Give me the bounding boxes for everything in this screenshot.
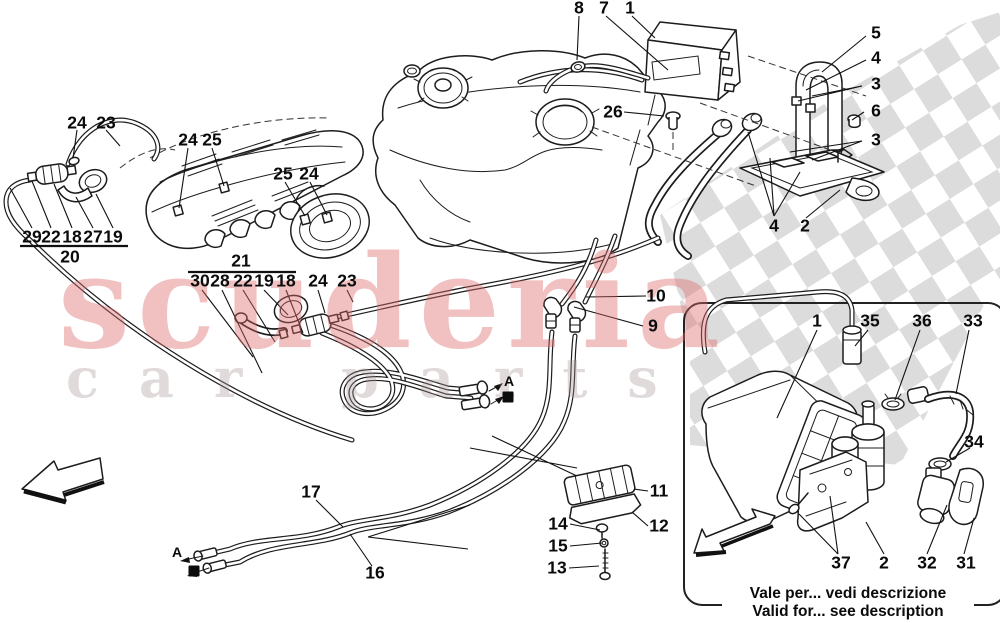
callout-27: 27: [83, 226, 103, 247]
callout-7: 7: [599, 0, 609, 18]
callout-3: 3: [871, 73, 881, 94]
flow-marker-B: [188, 565, 200, 577]
callout-3: 3: [871, 129, 881, 150]
callout-25: 25: [202, 129, 222, 150]
callout-2: 2: [879, 552, 889, 573]
callout-37: 37: [831, 552, 851, 573]
line-end-connectors-left: [193, 547, 227, 574]
callout-36: 36: [912, 310, 932, 331]
callout-18: 18: [276, 270, 296, 291]
callout-32: 32: [917, 552, 937, 573]
bolt-26: [665, 111, 681, 152]
inset-elbow-hose: [906, 386, 973, 456]
callout-8: 8: [574, 0, 584, 18]
watermark-brand: scuderia: [58, 228, 727, 378]
fuel-tank: [372, 50, 666, 264]
fuel-pump-flange-right: [530, 98, 600, 146]
callout-16: 16: [365, 562, 385, 583]
manifold-ribs: [181, 129, 320, 227]
callout-23: 23: [96, 112, 116, 133]
callout-19: 19: [254, 270, 274, 291]
callout-2: 2: [800, 215, 810, 236]
inset-caption: Vale per... vedi descrizione Valid for..…: [722, 585, 974, 621]
fuel-pump-flange-left: [413, 67, 473, 109]
callout-22: 22: [233, 270, 253, 291]
callout-28: 28: [210, 270, 230, 291]
callout-13: 13: [547, 557, 567, 578]
watermark-tagline: car parts: [66, 346, 698, 410]
pipe-clamp-block: [367, 435, 642, 581]
callout-6: 6: [871, 100, 881, 121]
callout-5: 5: [871, 22, 881, 43]
vapour-pipes: [6, 120, 658, 577]
callout-26: 26: [603, 101, 623, 122]
callout-4: 4: [769, 215, 779, 236]
callout-1: 1: [625, 0, 635, 18]
valve-assembly-left: [26, 156, 108, 203]
callout-24: 24: [178, 129, 198, 150]
direction-arrow-main: [21, 457, 105, 505]
callout-24: 24: [299, 163, 319, 184]
bolt-6: [847, 114, 861, 129]
callout-22: 22: [41, 226, 61, 247]
callout-12: 12: [649, 515, 669, 536]
callout-31: 31: [956, 552, 976, 573]
callout-24: 24: [308, 270, 328, 291]
flow-marker-A: A: [503, 373, 515, 389]
callout-18: 18: [62, 226, 82, 247]
callout-29: 29: [22, 226, 42, 247]
carbon-canister: [546, 21, 741, 101]
callout-35: 35: [860, 310, 880, 331]
callout-33: 33: [963, 310, 983, 331]
callout-1: 1: [812, 310, 822, 331]
valve-assembly-mid: [234, 294, 350, 340]
callout-10: 10: [646, 285, 666, 306]
callout-4: 4: [871, 47, 881, 68]
quick-connector-10: [543, 296, 563, 329]
direction-arrow-inset: [693, 508, 776, 557]
callout-24: 24: [67, 112, 87, 133]
callout-20: 20: [60, 246, 80, 267]
leader-lines: [9, 15, 867, 569]
inset-caption-line1: Vale per... vedi descrizione: [749, 585, 947, 602]
inset-lower-valve: [917, 467, 984, 526]
inset-caption-line2: Valid for... see description: [752, 603, 944, 620]
callout-15: 15: [548, 535, 568, 556]
callout-34: 34: [964, 431, 984, 452]
inset-leader-lines: [776, 329, 975, 555]
callout-25: 25: [273, 163, 293, 184]
callout-9: 9: [648, 315, 658, 336]
flow-marker-A: A: [171, 544, 183, 560]
throttle-body: [290, 184, 370, 259]
callout-21: 21: [231, 250, 251, 271]
inset-bracket: [788, 451, 869, 532]
callout-17: 17: [301, 481, 321, 502]
callout-11: 11: [649, 480, 669, 501]
callout-30: 30: [190, 270, 210, 291]
callout-23: 23: [337, 270, 357, 291]
callout-14: 14: [548, 513, 568, 534]
flow-marker-B: [502, 391, 514, 403]
line-end-connectors-right: [458, 380, 491, 411]
callout-19: 19: [103, 226, 123, 247]
